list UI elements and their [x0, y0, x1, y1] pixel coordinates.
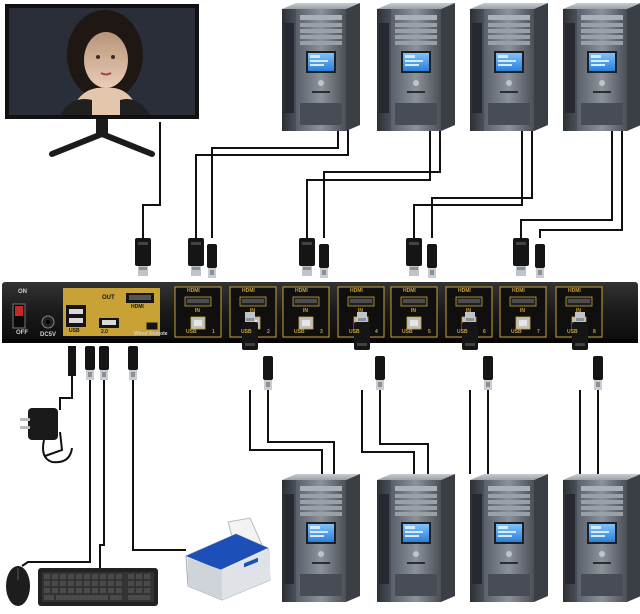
port-number-label: 3 — [320, 329, 323, 335]
hdmi-plug-icon — [406, 238, 422, 276]
port-in-label: IN — [195, 308, 200, 314]
port-hdmi-label: HDMI — [568, 288, 581, 294]
usb-plug-icon — [483, 356, 493, 390]
mouse-icon — [6, 566, 30, 606]
out-usb-label: USB — [69, 328, 80, 334]
port-number-label: 4 — [375, 329, 378, 335]
dc-label: DC5V — [40, 332, 57, 338]
port-number-label: 5 — [428, 329, 431, 335]
port-usb-label: USB — [567, 329, 578, 335]
cables-top — [142, 122, 623, 238]
port-in-label: IN — [520, 308, 525, 314]
port-usb-label: USB — [294, 329, 305, 335]
keyboard-icon — [38, 568, 158, 606]
usb-plug-icon — [263, 356, 273, 390]
usb-plug-icon — [128, 346, 138, 380]
port-in-label: IN — [411, 308, 416, 314]
power-adapter-icon — [20, 408, 73, 464]
computer-tower-icon — [563, 474, 640, 602]
hdmi-plug-icon — [513, 238, 529, 276]
port-number-label: 8 — [593, 329, 596, 335]
port-in-label: IN — [576, 308, 581, 314]
port-hdmi-label: HDMI — [512, 288, 525, 294]
out-usb-version-label: 2.0 — [101, 329, 108, 335]
usb-plug-icon — [593, 356, 603, 390]
usb-plug-icon — [319, 244, 329, 278]
power-on-label: ON — [18, 289, 27, 295]
printer-icon — [185, 517, 271, 601]
port-usb-label: USB — [186, 329, 197, 335]
port-hdmi-label: HDMI — [458, 288, 471, 294]
port-hdmi-label: HDMI — [187, 288, 200, 294]
computer-tower-icon — [470, 474, 548, 602]
port-in-label: IN — [303, 308, 308, 314]
out-hdmi-label: HDMI — [131, 304, 144, 310]
computer-tower-icon — [377, 474, 455, 602]
computer-tower-icon — [282, 474, 360, 602]
port-number-label: 1 — [212, 329, 215, 335]
port-hdmi-label: HDMI — [242, 288, 255, 294]
hdmi-plug-icon — [188, 238, 204, 276]
port-usb-label: USB — [402, 329, 413, 335]
usb-plug-icon — [99, 346, 109, 380]
power-off-label: OFF — [16, 330, 28, 336]
computer-tower-icon — [377, 3, 455, 131]
port-number-label: 2 — [267, 329, 270, 335]
port-usb-label: USB — [349, 329, 360, 335]
port-usb-label: USB — [511, 329, 522, 335]
usb-plug-icon — [535, 244, 545, 278]
port-in-label: IN — [466, 308, 471, 314]
hdmi-plug-icon — [299, 238, 315, 276]
port-hdmi-label: HDMI — [350, 288, 363, 294]
usb-plug-icon — [375, 356, 385, 390]
port-number-label: 7 — [537, 329, 540, 335]
monitor-icon — [5, 4, 199, 157]
port-in-label: IN — [250, 308, 255, 314]
usb-plug-icon — [427, 244, 437, 278]
usb-plug-icon — [207, 244, 217, 278]
usb-plug-icon — [85, 346, 95, 380]
computer-tower-icon — [470, 3, 548, 131]
computer-tower-icon — [282, 3, 360, 131]
port-usb-label: USB — [241, 329, 252, 335]
port-number-label: 6 — [483, 329, 486, 335]
out-label: OUT — [102, 295, 115, 301]
port-hdmi-label: HDMI — [403, 288, 416, 294]
cables-bottom — [21, 375, 599, 568]
port-usb-label: USB — [457, 329, 468, 335]
port-hdmi-label: HDMI — [295, 288, 308, 294]
hdmi-plug-icon — [135, 238, 151, 276]
port-in-label: IN — [358, 308, 363, 314]
computer-tower-icon — [563, 3, 640, 131]
wired-remote-label: Wired Remote — [134, 331, 168, 337]
power-plug-icon — [68, 346, 76, 376]
